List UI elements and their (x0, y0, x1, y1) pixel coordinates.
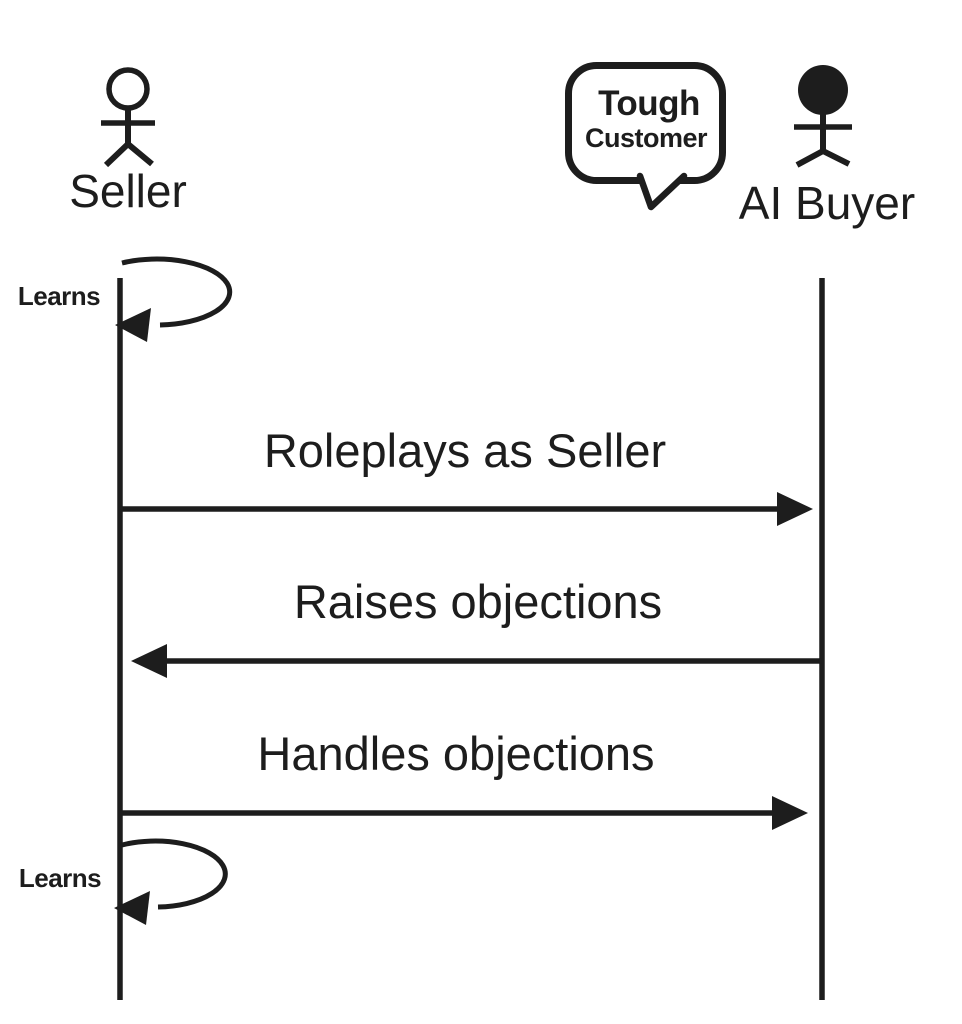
speech-bubble-text-line1: Tough (598, 84, 700, 123)
speech-bubble: Tough Customer (565, 62, 726, 211)
self-loop-arc (121, 838, 228, 910)
self-loop-learns-bottom: Learns (19, 838, 228, 925)
speech-bubble-tail (636, 172, 688, 211)
speech-bubble-text-line2: Customer (585, 123, 708, 153)
arrowhead-left-icon (115, 308, 151, 342)
message-raises-objections: Raises objections (131, 575, 822, 678)
message-label-raises: Raises objections (294, 575, 662, 628)
learns-label-bottom: Learns (19, 863, 101, 893)
ai-buyer-actor: AI Buyer (739, 65, 915, 229)
message-roleplays-as-seller: Roleplays as Seller (120, 424, 813, 526)
learns-label-top: Learns (18, 281, 100, 311)
arrowhead-left-icon (131, 644, 167, 678)
seller-legs (103, 141, 154, 168)
arrowhead-right-icon (777, 492, 813, 526)
ai-buyer-legs (795, 148, 851, 168)
seller-actor-label: Seller (69, 165, 187, 217)
arrowhead-left-icon (114, 891, 150, 925)
seller-head (106, 67, 150, 111)
ai-buyer-head (798, 65, 848, 115)
self-loop-arc (121, 256, 233, 328)
message-label-handles: Handles objections (257, 727, 654, 780)
seller-actor: Seller (69, 67, 187, 217)
message-handles-objections: Handles objections (120, 727, 808, 830)
person-filled-icon (794, 65, 852, 168)
arrowhead-right-icon (772, 796, 808, 830)
self-loop-learns-top: Learns (18, 256, 233, 342)
message-label-roleplays: Roleplays as Seller (264, 424, 666, 477)
person-outline-icon (101, 67, 155, 168)
ai-buyer-actor-label: AI Buyer (739, 177, 915, 229)
